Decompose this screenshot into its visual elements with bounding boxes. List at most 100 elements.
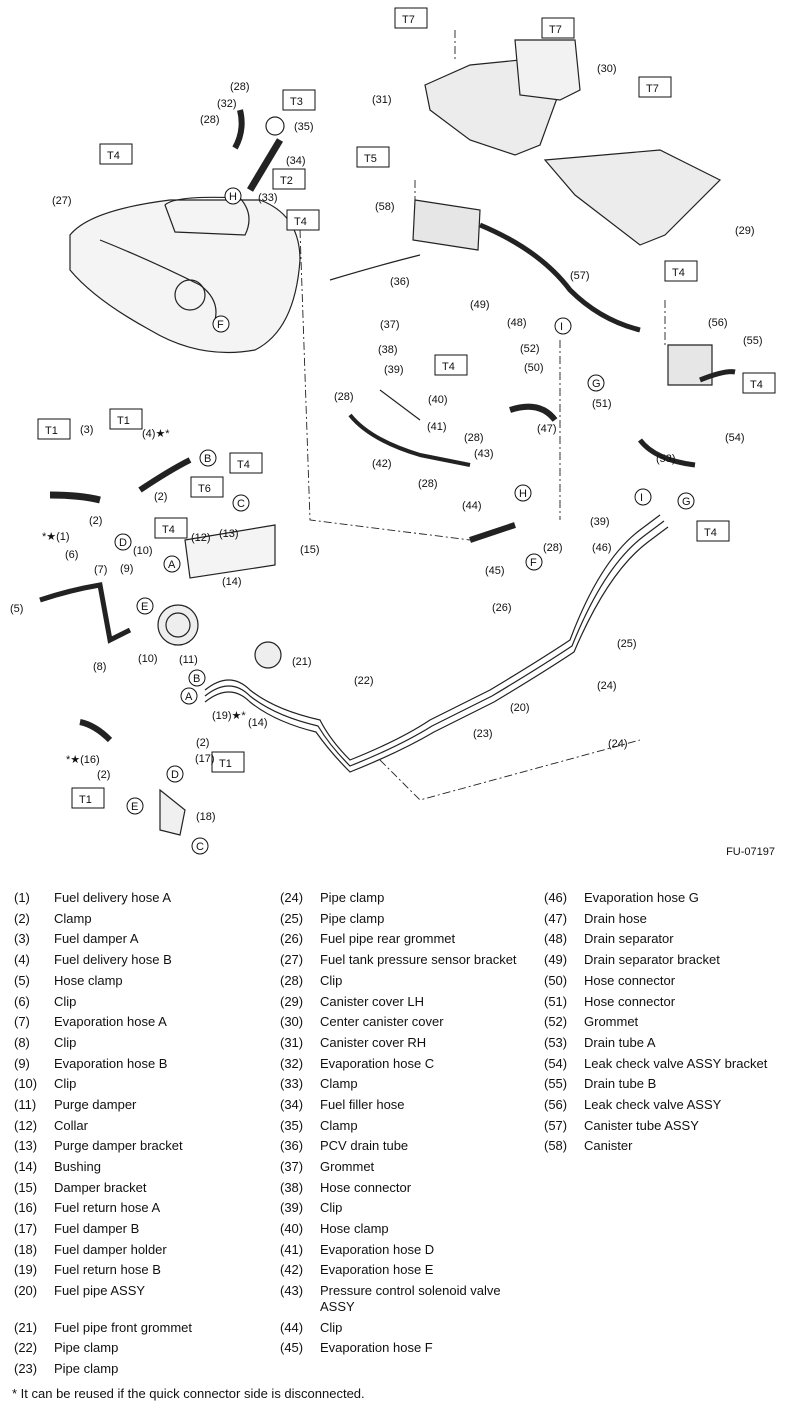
- legend-item-number: (41): [280, 1242, 304, 1257]
- legend-item-number: (43): [280, 1283, 304, 1298]
- legend-item-number: (54): [544, 1056, 568, 1071]
- legend-item-label: Hose clamp: [54, 973, 123, 988]
- svg-text:(3): (3): [80, 424, 93, 436]
- legend-item-label: Fuel pipe rear grommet: [320, 931, 456, 946]
- legend-item-label: Clamp: [320, 1076, 358, 1091]
- svg-text:(40): (40): [428, 394, 448, 406]
- legend-item-number: (27): [280, 952, 304, 967]
- legend-item-label: Pressure control solenoid valve ASSY: [320, 1283, 501, 1314]
- svg-text:(14): (14): [222, 576, 242, 588]
- legend-item-number: (29): [280, 994, 304, 1009]
- legend-item-number: (7): [14, 1014, 30, 1029]
- legend-item-number: (56): [544, 1097, 568, 1112]
- svg-text:*★(16): *★(16): [66, 754, 100, 766]
- svg-text:T4: T4: [294, 216, 307, 228]
- svg-text:(28): (28): [334, 391, 354, 403]
- svg-text:F: F: [530, 557, 537, 569]
- svg-text:(19)★*: (19)★*: [212, 710, 246, 722]
- legend-item-number: (47): [544, 911, 568, 926]
- legend-item-number: (2): [14, 911, 30, 926]
- legend-item-label: Purge damper bracket: [54, 1138, 183, 1153]
- figure-id: FU-07197: [726, 846, 775, 858]
- svg-text:(23): (23): [473, 728, 493, 740]
- legend-item-number: (42): [280, 1262, 304, 1277]
- svg-text:(13): (13): [219, 528, 239, 540]
- svg-text:(11): (11): [179, 654, 198, 666]
- legend-item-label: Pipe clamp: [320, 890, 385, 905]
- footnote: * It can be reused if the quick connecto…: [12, 1386, 365, 1401]
- legend-item-number: (11): [14, 1097, 37, 1112]
- svg-text:(4)★*: (4)★*: [142, 428, 170, 440]
- legend-item-number: (4): [14, 952, 30, 967]
- legend-item-number: (9): [14, 1056, 30, 1071]
- svg-text:I: I: [560, 321, 563, 333]
- legend-item-label: Canister: [584, 1138, 633, 1153]
- legend-item-number: (26): [280, 931, 304, 946]
- legend-item-label: Hose clamp: [320, 1221, 389, 1236]
- legend-item-label: Fuel return hose B: [54, 1262, 161, 1277]
- svg-text:(54): (54): [725, 432, 745, 444]
- legend-item-label: Purge damper: [54, 1097, 137, 1112]
- legend-item-label: Drain separator: [584, 931, 674, 946]
- legend-item-label: Bushing: [54, 1159, 101, 1174]
- legend-item-label: Clamp: [320, 1118, 358, 1133]
- svg-text:(35): (35): [294, 121, 314, 133]
- svg-text:(36): (36): [390, 276, 410, 288]
- svg-text:(39): (39): [384, 364, 404, 376]
- svg-text:(2): (2): [196, 737, 209, 749]
- svg-text:C: C: [237, 498, 245, 510]
- legend-item-label: Clamp: [54, 911, 92, 926]
- svg-text:T4: T4: [442, 361, 455, 373]
- svg-text:(2): (2): [89, 515, 102, 527]
- svg-text:(26): (26): [492, 602, 512, 614]
- legend-item-number: (49): [544, 952, 568, 967]
- legend-item-number: (33): [280, 1076, 304, 1091]
- legend-item-number: (21): [14, 1320, 38, 1335]
- svg-text:T2: T2: [280, 175, 293, 187]
- legend-item-label: Fuel pipe ASSY: [54, 1283, 146, 1298]
- svg-text:(10): (10): [138, 653, 158, 665]
- legend-item-label: Drain separator bracket: [584, 952, 720, 967]
- svg-text:(41): (41): [427, 421, 447, 433]
- svg-text:(42): (42): [372, 458, 392, 470]
- svg-text:(20): (20): [510, 702, 530, 714]
- svg-text:(43): (43): [474, 448, 494, 460]
- legend-item-label: PCV drain tube: [320, 1138, 409, 1153]
- svg-text:(8): (8): [93, 661, 106, 673]
- svg-text:(51): (51): [592, 398, 612, 410]
- legend-item-number: (31): [280, 1035, 304, 1050]
- legend-item-label: Pipe clamp: [54, 1361, 119, 1376]
- legend-item-number: (39): [280, 1200, 304, 1215]
- svg-text:T1: T1: [45, 425, 58, 437]
- legend-item-label: Hose connector: [584, 994, 676, 1009]
- svg-text:(47): (47): [537, 423, 557, 435]
- svg-text:(34): (34): [286, 155, 306, 167]
- legend-item-label: Clip: [320, 1320, 343, 1335]
- svg-text:(24): (24): [597, 680, 617, 692]
- legend-item-label: Evaporation hose G: [584, 890, 699, 905]
- legend-item-number: (35): [280, 1118, 304, 1133]
- legend-item-label: Clip: [54, 1076, 77, 1091]
- svg-text:G: G: [682, 496, 691, 508]
- svg-text:(31): (31): [372, 94, 392, 106]
- svg-text:(15): (15): [300, 544, 320, 556]
- svg-text:(32): (32): [217, 98, 237, 110]
- svg-text:T1: T1: [117, 415, 130, 427]
- legend-item-number: (48): [544, 931, 568, 946]
- legend-item-label: Fuel delivery hose B: [54, 952, 172, 967]
- svg-text:(52): (52): [520, 343, 540, 355]
- legend-item-number: (8): [14, 1035, 30, 1050]
- legend-item-label: Evaporation hose C: [320, 1056, 435, 1071]
- legend-item-number: (38): [280, 1180, 304, 1195]
- svg-text:T4: T4: [162, 524, 175, 536]
- legend-item-label: Fuel tank pressure sensor bracket: [320, 952, 517, 967]
- legend-item-number: (37): [280, 1159, 304, 1174]
- svg-text:(28): (28): [543, 542, 563, 554]
- legend-item-label: Evaporation hose F: [320, 1340, 433, 1355]
- svg-text:(33): (33): [258, 192, 278, 204]
- legend-item-label: Canister cover LH: [320, 994, 425, 1009]
- svg-text:(46): (46): [592, 542, 612, 554]
- legend-item-label: Leak check valve ASSY bracket: [584, 1056, 768, 1071]
- legend-item-label: Canister tube ASSY: [584, 1118, 699, 1133]
- svg-text:(27): (27): [52, 195, 72, 207]
